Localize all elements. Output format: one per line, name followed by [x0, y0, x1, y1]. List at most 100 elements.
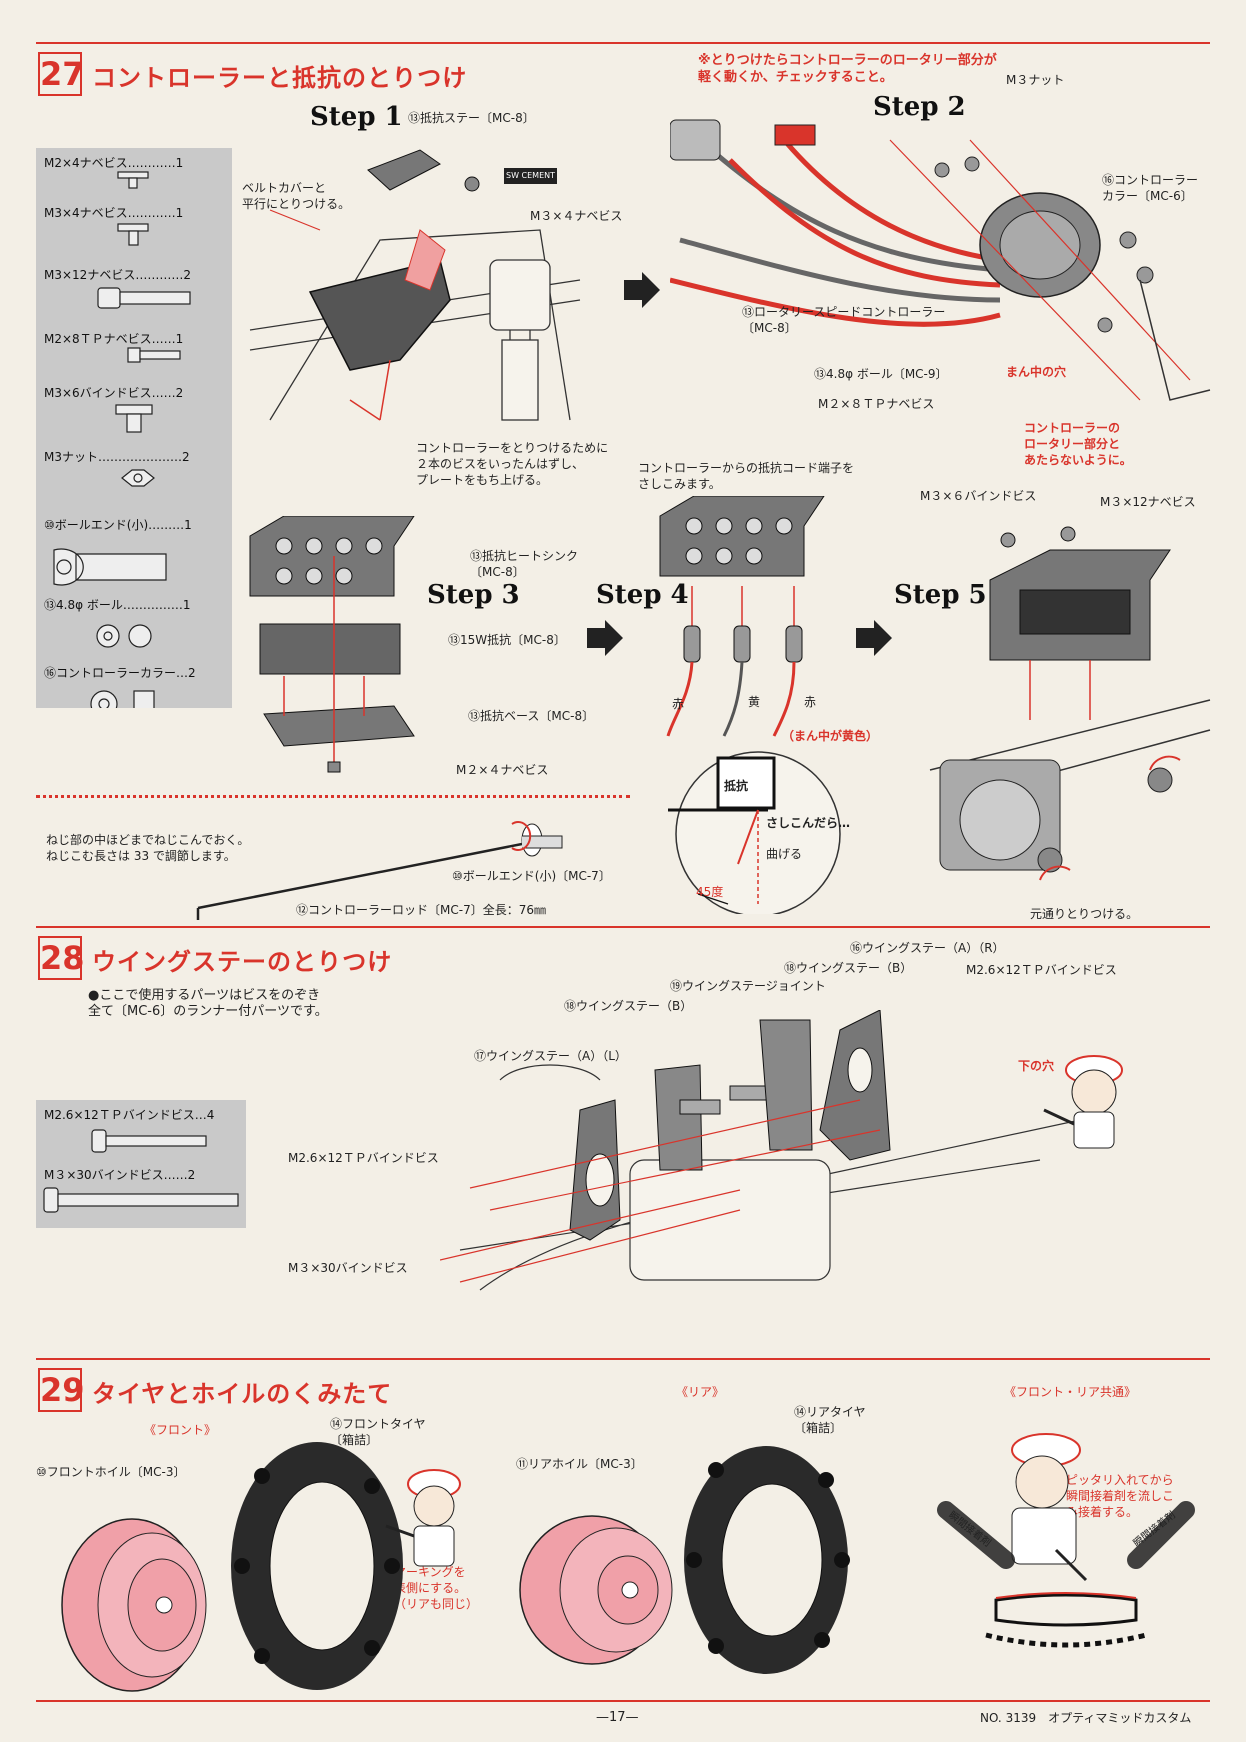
- rod-illustration: [196, 821, 563, 920]
- step-4-illustration: [659, 496, 825, 737]
- m3-nut-label: M３ナット: [1006, 73, 1065, 87]
- parts-list-28: M2.6×12ＴＰバインドビス…4 M３×30バインドビス……2: [36, 1100, 246, 1228]
- rotary-controller-label: ⑬ロータリースピードコントローラー 〔MC-8〕: [742, 305, 946, 335]
- part-item: M3×6バインドビス……2: [44, 386, 184, 400]
- rotary-check-note: ※とりつけたらコントローラーのロータリー部分が 軽く動くか、チェックすること。: [698, 53, 997, 85]
- front-tire-illustration: [231, 1442, 403, 1690]
- section-28-note: ●ここで使用するパーツはビスをのぞき 全て〔MC-6〕のランナー付パーツです。: [88, 988, 328, 1019]
- part-item: M3ナット…………………2: [44, 450, 190, 464]
- glue-note: ピッタリ入れてから 瞬間接着剤を流しこ み接着する。: [1066, 1473, 1175, 1519]
- dotted-separator: [36, 795, 630, 798]
- m3x12-screw-label: M３×12ナベビス: [1100, 495, 1196, 509]
- rear-tire-illustration: [684, 1446, 850, 1674]
- section-29-number: 29: [38, 1368, 85, 1412]
- step-2-label: Step 2: [873, 92, 966, 122]
- teiko-label: 抵抗: [724, 779, 749, 793]
- middle-yellow-note: （まん中が黄色）: [782, 729, 879, 743]
- part-item: M3×12ナベビス…………2: [44, 268, 191, 282]
- m26x12-left-label: M2.6×12ＴＰバインドビス: [288, 1151, 439, 1165]
- angle-45-label: 45度: [696, 885, 724, 899]
- cord-insert-label: コントローラーからの抵抗コード端子を さしこみます。: [638, 461, 855, 491]
- part-item: M2×8ＴＰナベビス……1: [44, 332, 184, 346]
- section-27-top-rule: [36, 42, 1210, 44]
- section-28-number: 28: [38, 936, 85, 980]
- step-2-illustration: [670, 119, 1211, 401]
- insert-label: さしこんだら…: [766, 816, 851, 830]
- belt-cover-label: ベルトカバーと 平行にとりつける。: [242, 181, 351, 211]
- arrow-step3-step4-icon: [587, 620, 623, 656]
- m3x4-screw-label: M３×４ナベビス: [530, 209, 623, 223]
- step-1-label: Step 1: [310, 102, 403, 132]
- center-hole-label: まん中の穴: [1006, 365, 1067, 379]
- wing-stay-joint-label: ⑲ウイングステージョイント: [670, 979, 826, 993]
- mascot-29-front-icon: [385, 1469, 461, 1567]
- section-27-title: コントローラーと抵抗のとりつけ: [92, 64, 468, 92]
- front-wheel-illustration: [61, 1518, 207, 1692]
- resistor-base-label: ⑬抵抗ベース〔MC-8〕: [468, 709, 595, 723]
- front-wheel-label: ⑩フロントホイル〔MC-3〕: [36, 1465, 186, 1479]
- sw-cement-label: SW CEMENT: [504, 168, 557, 184]
- ball-end-label: ⑩ボールエンド(小)〔MC-7〕: [452, 869, 611, 883]
- section-29-top-rule: [36, 1358, 1210, 1360]
- resistor-label: ⑬15W抵抗〔MC-8〕: [448, 633, 566, 647]
- footer-rule: [36, 1700, 1210, 1702]
- wing-stay-illustration: [440, 1010, 1081, 1291]
- wire-red-1-label: 赤: [672, 697, 685, 711]
- rear-wheel-label: ⑪リアホイル〔MC-3〕: [516, 1457, 643, 1471]
- wing-stay-b1-label: ⑱ウイングステー（B）: [784, 961, 913, 975]
- screw-in-note: ねじ部の中ほどまでねじこんでおく。 ねじこむ長さは 33 で調節します。: [46, 833, 250, 863]
- rear-heading: 《リア》: [676, 1385, 725, 1399]
- controller-collar-label: ⑯コントローラー カラー〔MC-6〕: [1102, 173, 1199, 203]
- wing-stay-ar-label: ⑯ウイングステー（A）（R）: [850, 941, 1005, 955]
- part-item: ⑩ボールエンド(小)………1: [44, 518, 192, 532]
- restore-label: 元通りとりつける。: [1030, 907, 1139, 921]
- front-tire-label: ⑭フロントタイヤ 〔箱詰〕: [330, 1417, 426, 1447]
- lower-hole-label: 下の穴: [1018, 1059, 1055, 1073]
- wire-yellow-label: 黄: [748, 695, 761, 709]
- section-28-top-rule: [36, 926, 1210, 928]
- resistor-stay-label: ⑬抵抗ステー〔MC-8〕: [408, 111, 535, 125]
- part-item: M2.6×12ＴＰバインドビス…4: [44, 1108, 215, 1122]
- step-5-label: Step 5: [894, 580, 987, 610]
- parts-28-drawings: [43, 1129, 239, 1213]
- parts-list-27: M2×4ナベビス…………1 M3×4ナベビス…………1 M3×12ナベビス…………: [36, 148, 232, 708]
- step-1-illustration: [249, 149, 581, 421]
- step-3-label: Step 3: [427, 580, 520, 610]
- no-touch-note: コントローラーの ロータリー部分と あたらないように。: [1024, 421, 1132, 467]
- wire-red-2-label: 赤: [804, 695, 817, 709]
- section-27-number: 27: [38, 52, 85, 96]
- lift-plate-label: コントローラーをとりつけるために ２本のビスをいったんはずし、 プレートをもち上…: [416, 441, 609, 487]
- m26x12-right-label: M2.6×12ＴＰバインドビス: [966, 963, 1117, 977]
- rear-tire-label: ⑭リアタイヤ 〔箱詰〕: [794, 1405, 866, 1435]
- m3x6-screw-label: M３×６バインドビス: [920, 489, 1037, 503]
- m3x30-label: M３×30バインドビス: [288, 1261, 408, 1275]
- mascot-28-icon: [1043, 1055, 1123, 1149]
- bend-detail-illustration: [668, 751, 841, 914]
- m2x8-screw-label: M２×８ＴＰナベビス: [818, 397, 935, 411]
- ball-label: ⑬4.8φ ボール〔MC-9〕: [814, 367, 948, 381]
- step-5-illustration: [929, 526, 1211, 881]
- heatsink-label: ⑬抵抗ヒートシンク 〔MC-8〕: [470, 549, 579, 579]
- glue-illustration: [937, 1433, 1195, 1648]
- part-item: ⑬4.8φ ボール……………1: [44, 598, 191, 612]
- wing-stay-b2-label: ⑱ウイングステー（B）: [564, 999, 693, 1013]
- part-item: M３×30バインドビス……2: [44, 1168, 196, 1182]
- front-heading: 《フロント》: [144, 1423, 217, 1437]
- rear-wheel-illustration: [519, 1515, 673, 1665]
- parts-27-drawings: [53, 171, 191, 708]
- arrow-step4-step5-icon: [856, 620, 892, 656]
- step-4-label: Step 4: [596, 580, 689, 610]
- m2x4-screw-label: M２×４ナベビス: [456, 763, 549, 777]
- part-item: M2×4ナベビス…………1: [44, 156, 184, 170]
- controller-rod-label: ⑫コントローラーロッド〔MC-7〕全長：76㎜: [296, 903, 546, 917]
- model-name: NO. 3139 オプティマミッドカスタム: [980, 1711, 1192, 1725]
- step-3-illustration: [249, 516, 415, 773]
- section-28-title: ウイングステーのとりつけ: [92, 948, 393, 976]
- part-item: ⑯コントローラーカラー…2: [44, 666, 196, 680]
- bend-label: 曲げる: [766, 847, 803, 861]
- common-heading: 《フロント・リア共通》: [1004, 1385, 1137, 1399]
- page-number: —17—: [596, 1710, 639, 1725]
- arrow-step1-step2-icon: [624, 272, 660, 308]
- marking-note: マーキングを 表側にする。 （リアも同じ）: [394, 1565, 479, 1611]
- part-item: M3×4ナベビス…………1: [44, 206, 184, 220]
